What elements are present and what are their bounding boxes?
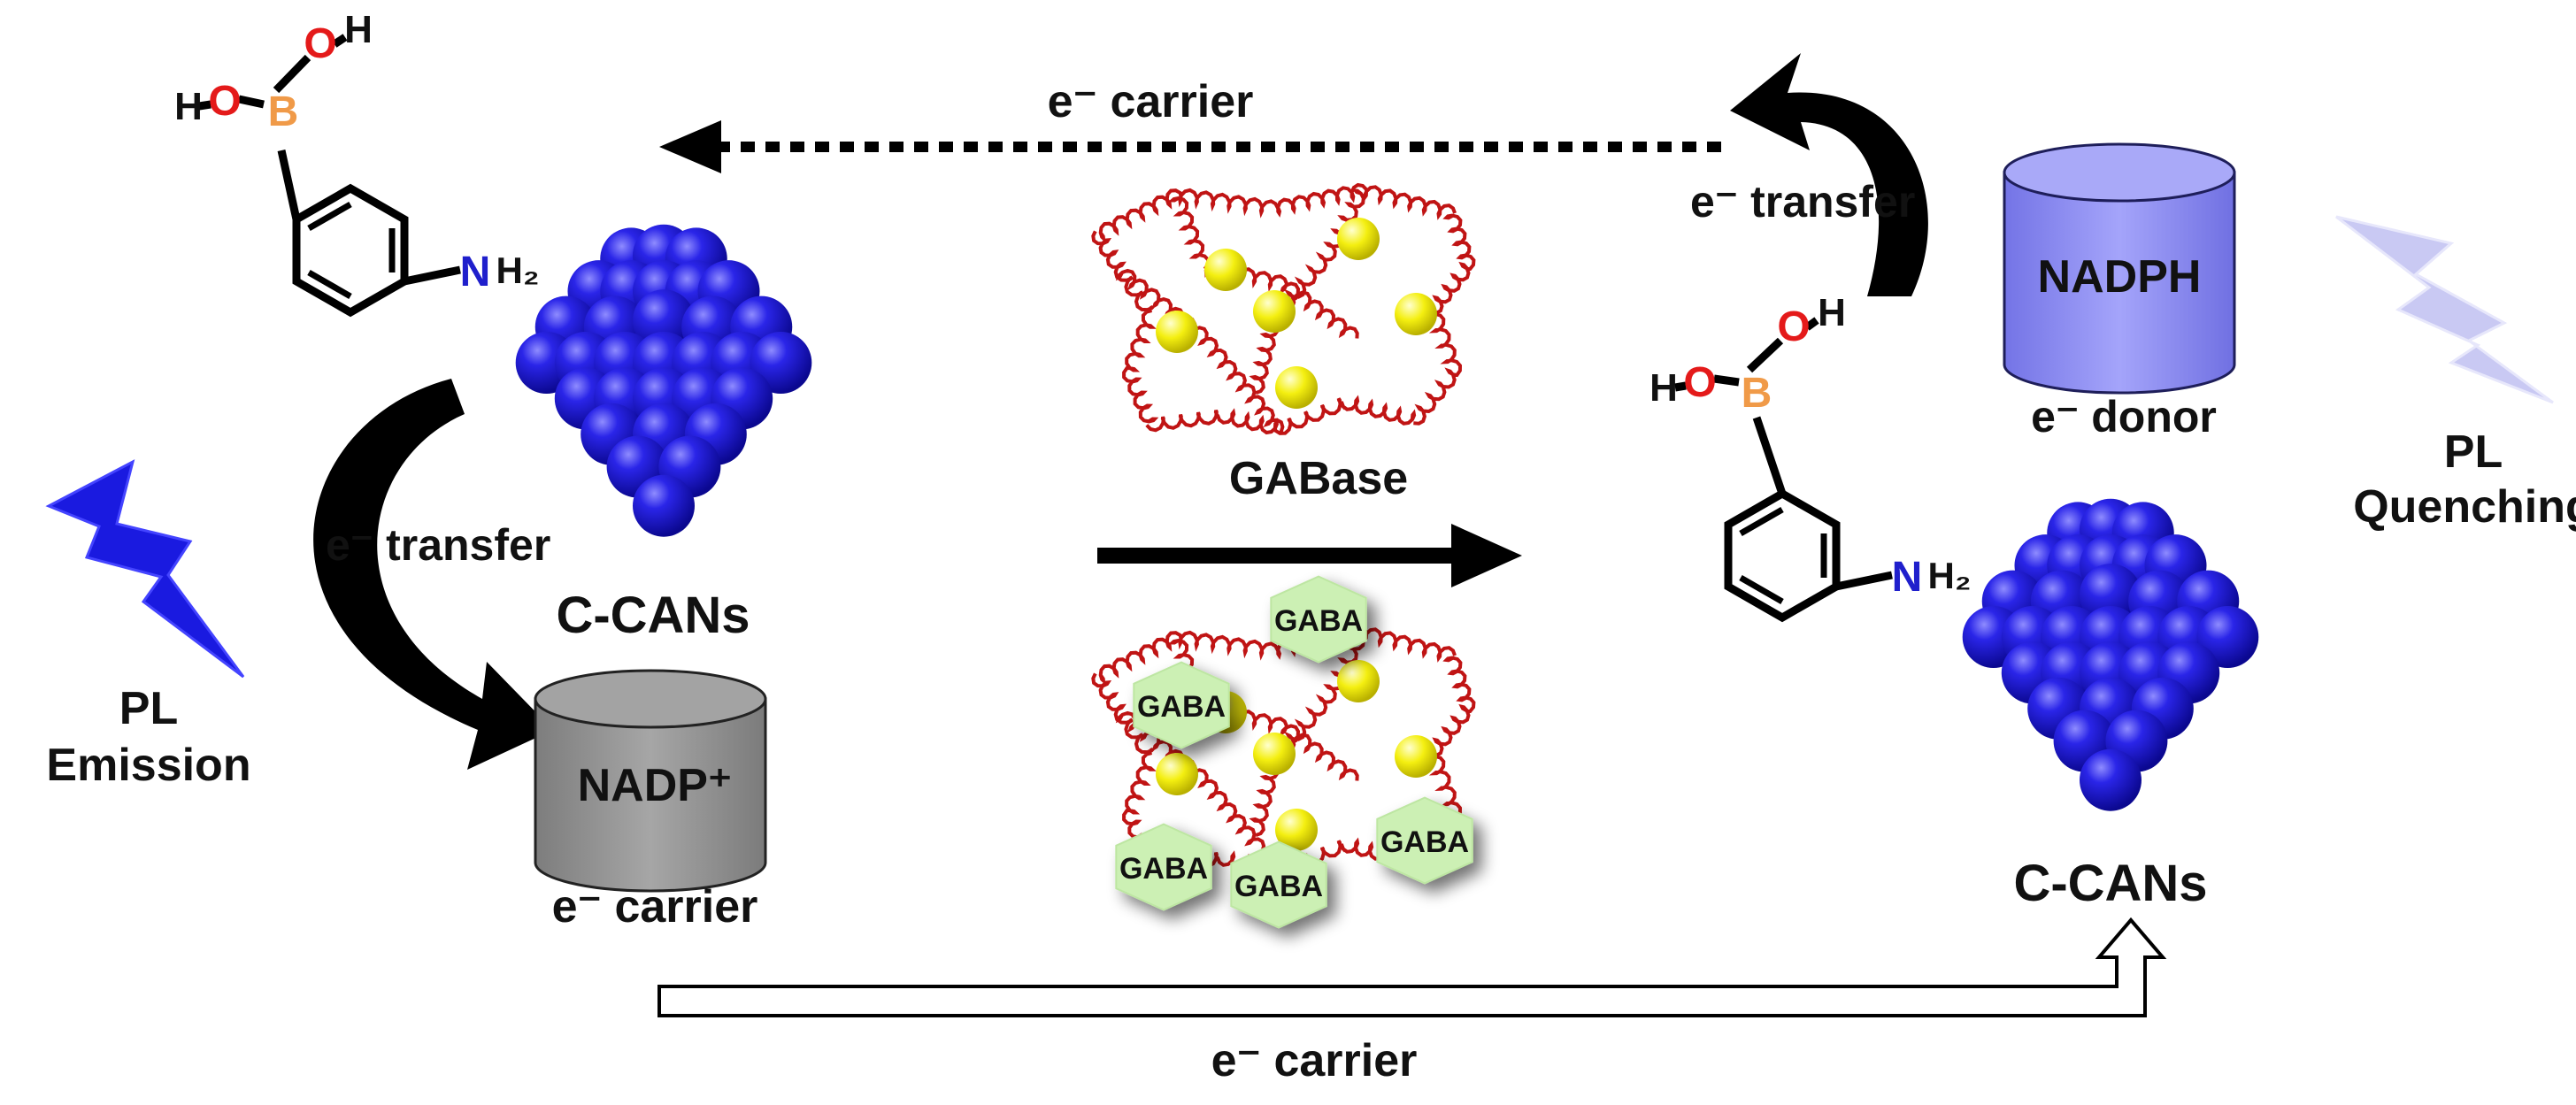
gaba-hexagon: GABA [1270,575,1367,664]
cofactor-ball [1337,660,1380,702]
pl-emission-label-1: PL [119,683,178,734]
ccans-cluster-left [515,224,812,537]
cofactor-ball [1204,249,1247,291]
pl-emission-label-2: Emission [46,740,250,791]
cofactor-ball [1275,366,1318,409]
nitrogen-atom-left: N [460,249,491,295]
protein-chain [1145,395,1417,435]
nitrogen-atom-right: N [1892,554,1923,601]
cofactor-ball [1156,311,1198,353]
top-carrier-arrow [659,120,1721,173]
ccans-right-label: C-CANs [2013,855,2207,912]
boron-atom-right: B [1742,370,1772,417]
gaba-label: GABA [1380,825,1469,859]
gaba-hexagon: GABA [1115,823,1212,911]
bottom-carrier-arrow [657,917,2167,1017]
protein-chain [1098,182,1457,243]
gaba-hexagon: GABA [1230,840,1327,929]
gaba-hexagon: GABA [1133,661,1230,749]
cofactor-ball [1253,290,1296,333]
emission-lightning-icon [45,459,245,679]
quenching-lightning-icon [2335,215,2554,404]
cofactor-ball [1337,218,1380,260]
cofactor-ball [1253,733,1296,775]
nadph-cylinder [2003,142,2236,395]
cofactor-ball [1275,809,1318,851]
right-transfer-arrow [1730,53,1928,296]
nadph-label: NADPH [2038,251,2202,303]
hydrogen-atom-right-1: H [1649,366,1678,410]
molecule-right [1674,317,1893,623]
left-transfer-arrow [313,379,553,770]
gabase-gaba-complex: GABA GABA GABA GABA GABA [1091,575,1476,929]
protein-chain [1115,268,1285,433]
donor-label: e⁻ donor [2031,392,2217,441]
nanosphere [633,474,695,537]
pl-quenching-label-2: Quenching [2353,481,2576,533]
cofactor-ball [1395,735,1437,778]
gaba-label: GABA [1274,604,1363,638]
oxygen-atom-left-1: O [208,78,241,125]
nadp-label: NADP⁺ [578,760,733,811]
gaba-label: GABA [1119,852,1208,886]
gaba-label: GABA [1137,690,1226,724]
oxygen-atom-right-1: O [1683,359,1716,406]
ccans-cluster-right [1962,498,2259,811]
protein-chain [1091,230,1159,424]
gabase-protein [1091,182,1476,435]
cofactor-ball [1395,293,1437,335]
gabase-label: GABase [1229,453,1408,504]
boron-atom-left: B [268,88,299,135]
molecule-left [198,34,461,318]
left-transfer-label: e⁻ transfer [326,520,550,570]
nanosphere [2196,606,2259,668]
protein-chain [1098,625,1457,686]
oxygen-atom-left-2: O [304,20,336,67]
cofactor-ball [1156,753,1198,795]
nanosphere [2080,748,2142,811]
hydrogen-atom-left-1: H [174,85,203,128]
reaction-arrow [1097,524,1522,587]
nanosphere [750,332,812,394]
bottom-carrier-label: e⁻ carrier [1211,1035,1418,1086]
ccans-left-label: C-CANs [556,587,750,644]
hydrogen-atom-right-2: H [1818,291,1846,334]
left-carrier-label: e⁻ carrier [552,881,758,932]
gaba-label: GABA [1234,870,1323,903]
oxygen-atom-right-2: O [1777,303,1810,350]
pl-quenching-label-1: PL [2444,426,2503,478]
hydrogen-atom-left-2: H [344,8,373,51]
amine-h2-left: H₂ [496,249,540,291]
amine-h2-right: H₂ [1928,555,1972,596]
right-transfer-label: e⁻ transfer [1690,177,1915,226]
gaba-hexagon: GABA [1376,796,1473,885]
nadp-cylinder [534,669,767,893]
top-carrier-label: e⁻ carrier [1048,76,1254,127]
protein-chain [1167,196,1359,339]
